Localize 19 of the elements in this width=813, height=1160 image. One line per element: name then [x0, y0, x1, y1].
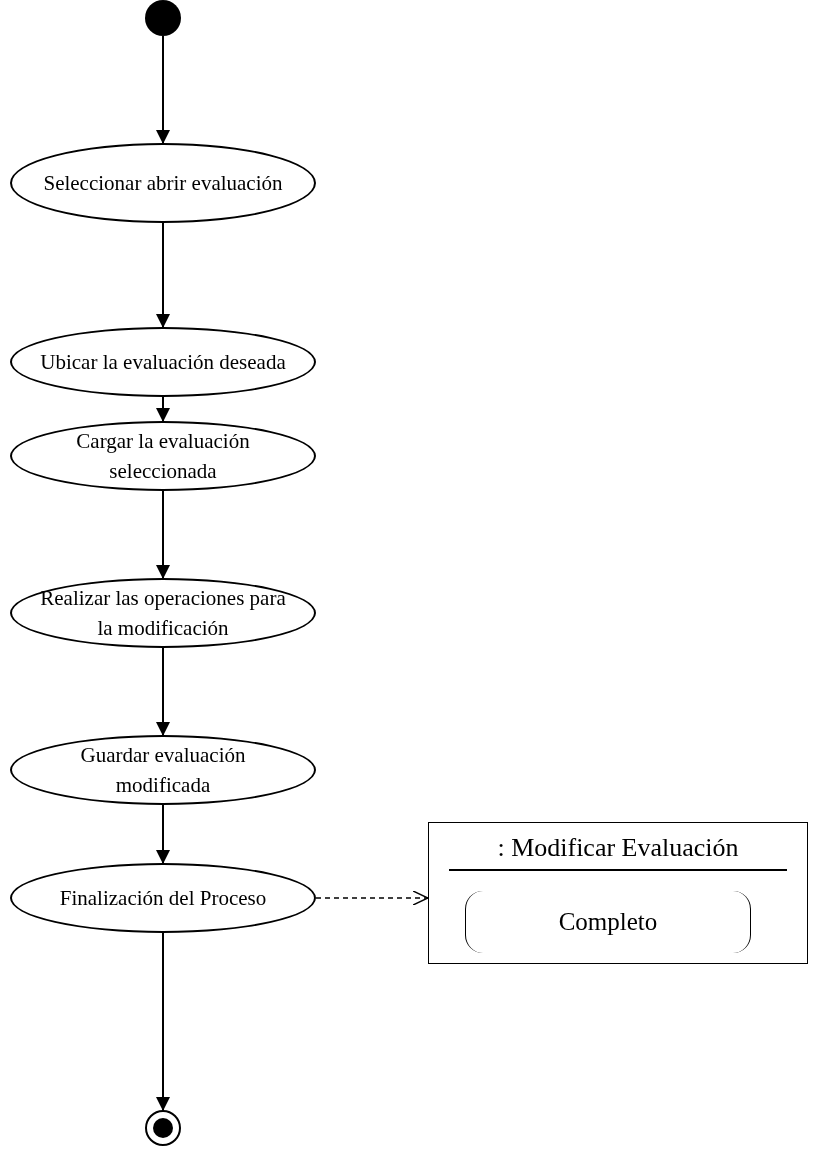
arrow — [156, 804, 170, 864]
arrow — [156, 222, 170, 328]
object-state: Completo — [465, 891, 751, 953]
arrow — [156, 490, 170, 579]
activity-node: Realizar las operaciones para la modificación — [10, 578, 316, 648]
arrow — [156, 396, 170, 422]
activity-node: Seleccionar abrir evaluación — [10, 143, 316, 223]
object-box — [428, 822, 808, 964]
activity-node: Ubicar la evaluación deseada — [10, 327, 316, 397]
arrow — [156, 35, 170, 144]
final-node — [145, 1110, 181, 1146]
object-title: : Modificar Evaluación — [449, 831, 787, 871]
activity-node: Cargar la evaluación seleccionada — [10, 421, 316, 491]
initial-node — [145, 0, 181, 36]
arrow — [156, 932, 170, 1111]
arrow — [156, 647, 170, 736]
activity-node: Guardar evaluación modificada — [10, 735, 316, 805]
dashed-arrow — [315, 890, 429, 906]
activity-node: Finalización del Proceso — [10, 863, 316, 933]
